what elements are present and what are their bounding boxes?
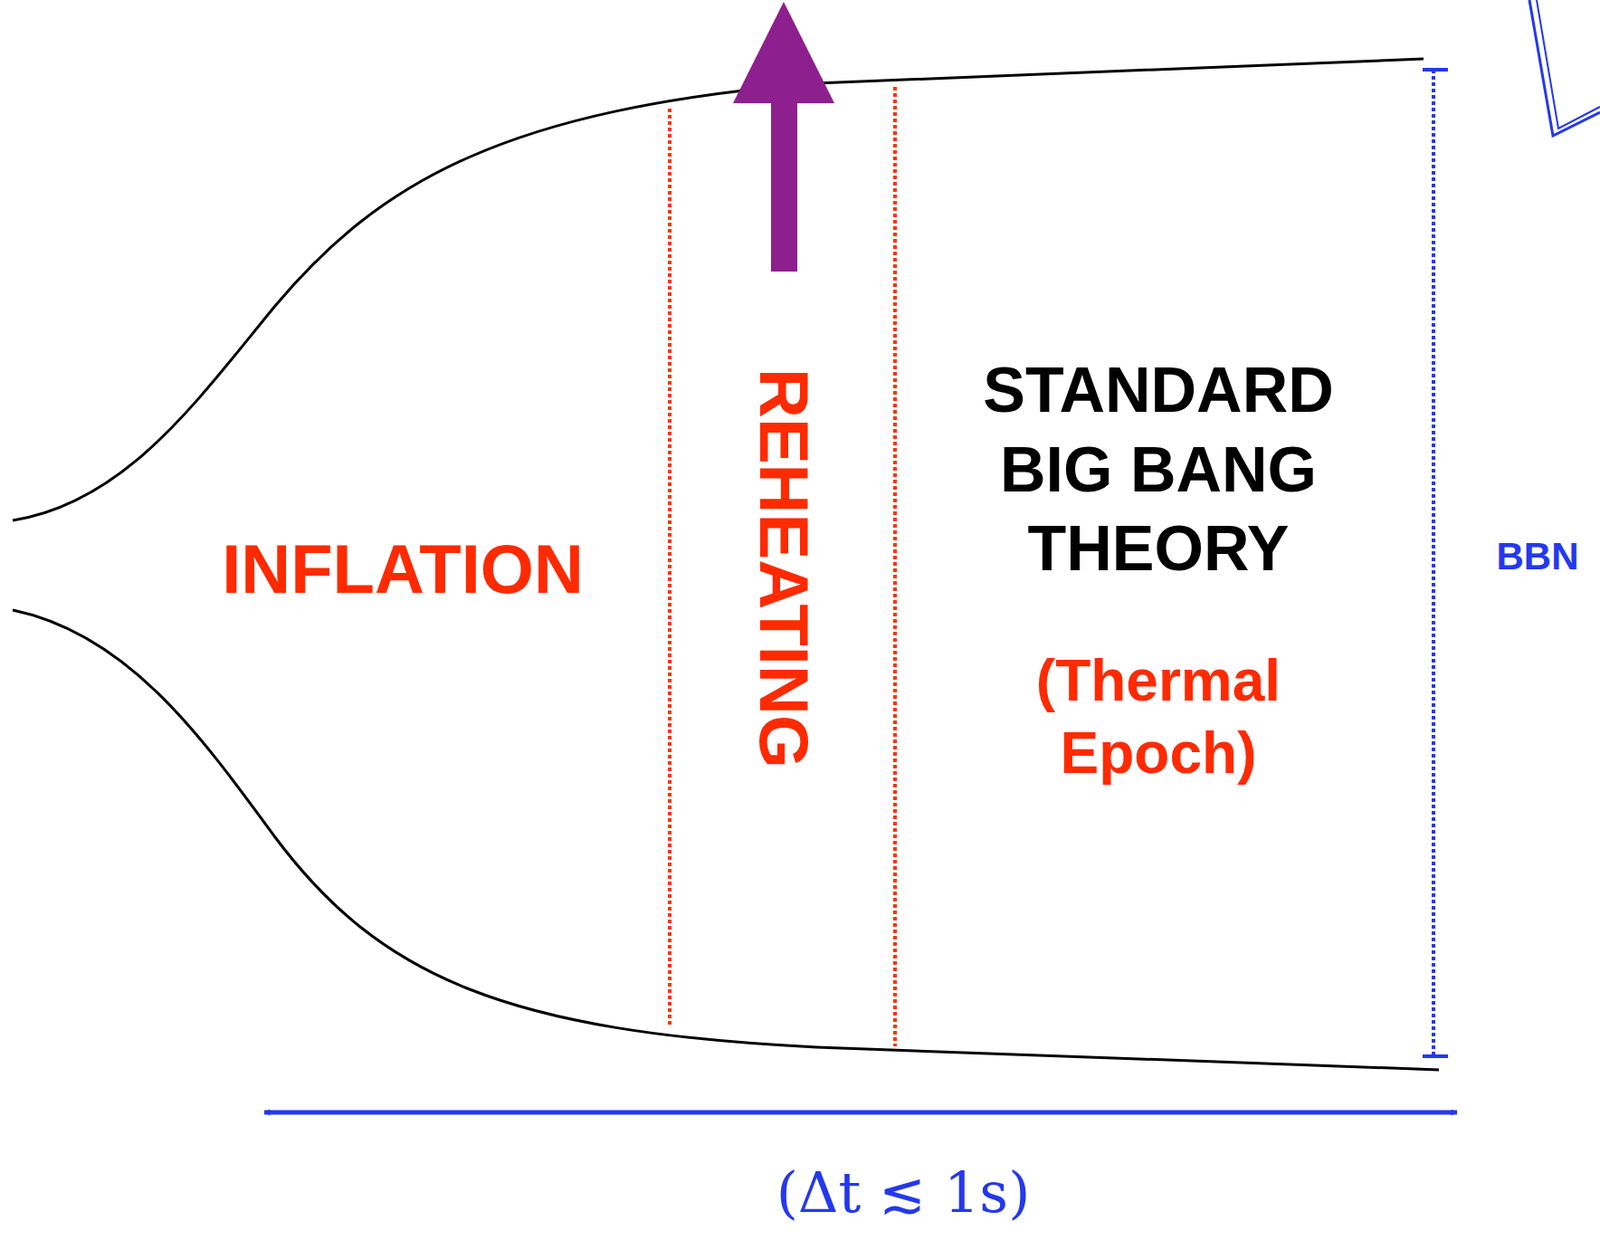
epoch-label: INFLATION <box>221 525 584 612</box>
epoch-label: REHEATING <box>741 368 828 769</box>
bbn-divider <box>1431 69 1436 1057</box>
bbn-label: BBN <box>1496 533 1580 581</box>
duration-label: (Δt ≲ 1s) <box>776 1157 1031 1229</box>
reheating-arrow-head <box>733 1 835 104</box>
bbn-cap <box>1422 67 1448 72</box>
partial-sketch <box>1536 0 1600 129</box>
reheating-arrow-shaft <box>771 97 798 272</box>
partial-sketch <box>1529 0 1600 136</box>
bbn-cap <box>1422 1054 1448 1058</box>
duration-arrow <box>264 1110 1458 1115</box>
epoch-divider <box>893 86 897 1047</box>
epoch-label: STANDARD BIG BANG THEORY <box>945 351 1372 590</box>
epoch-divider <box>667 108 672 1026</box>
universe-outline <box>12 609 1439 1070</box>
epoch-note: (Thermal Epoch) <box>945 644 1372 790</box>
